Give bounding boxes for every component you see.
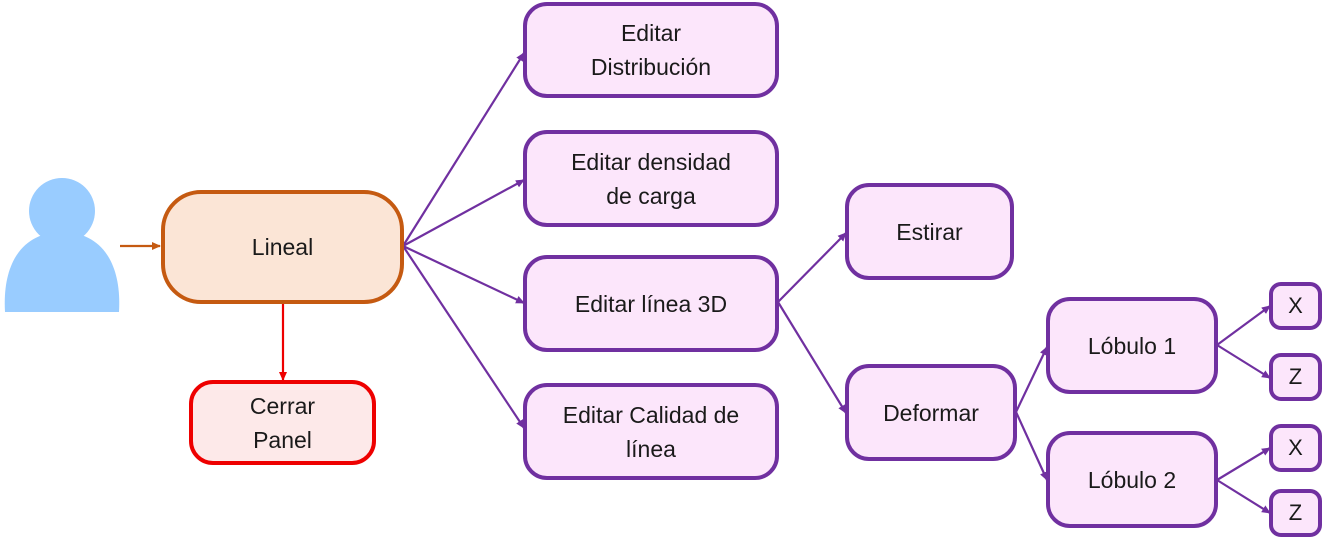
- lobulo-1-node[interactable]: Lóbulo 1: [1046, 297, 1218, 394]
- arrow-lobulo-2-to-x: [1216, 447, 1271, 481]
- lobulo-1-x-node[interactable]: X: [1269, 282, 1322, 330]
- editar-distribucion-node[interactable]: Editar Distribución: [523, 2, 779, 98]
- arrow-lobulo-2-to-z: [1216, 479, 1271, 514]
- lobulo-1-z-node[interactable]: Z: [1269, 353, 1322, 401]
- arrow-deformar-to-lobulo-2: [1014, 411, 1049, 481]
- cerrar-panel-node[interactable]: Cerrar Panel: [189, 380, 376, 465]
- arrow-lineal-to-editar-densidad: [402, 179, 525, 247]
- arrow-lobulo-1-to-z: [1216, 344, 1271, 379]
- estirar-node[interactable]: Estirar: [845, 183, 1014, 280]
- arrow-editar-linea-3d-to-estirar: [777, 232, 847, 303]
- editar-densidad-node[interactable]: Editar densidad de carga: [523, 130, 779, 227]
- lobulo-2-node[interactable]: Lóbulo 2: [1046, 431, 1218, 528]
- user-icon: [4, 178, 120, 312]
- arrow-lobulo-1-to-x: [1216, 305, 1271, 346]
- editar-linea-3d-node[interactable]: Editar línea 3D: [523, 255, 779, 352]
- editar-calidad-node[interactable]: Editar Calidad de línea: [523, 383, 779, 480]
- arrow-editar-linea-3d-to-deformar: [777, 301, 847, 414]
- lineal-node[interactable]: Lineal: [161, 190, 404, 304]
- arrow-lineal-to-editar-linea-3d: [402, 245, 525, 304]
- deformar-node[interactable]: Deformar: [845, 364, 1017, 461]
- arrow-lineal-to-editar-distribucion: [402, 52, 525, 247]
- lobulo-2-x-node[interactable]: X: [1269, 424, 1322, 472]
- arrow-deformar-to-lobulo-1: [1015, 346, 1048, 413]
- lobulo-2-z-node[interactable]: Z: [1269, 489, 1322, 537]
- arrow-lineal-to-editar-calidad: [402, 245, 525, 429]
